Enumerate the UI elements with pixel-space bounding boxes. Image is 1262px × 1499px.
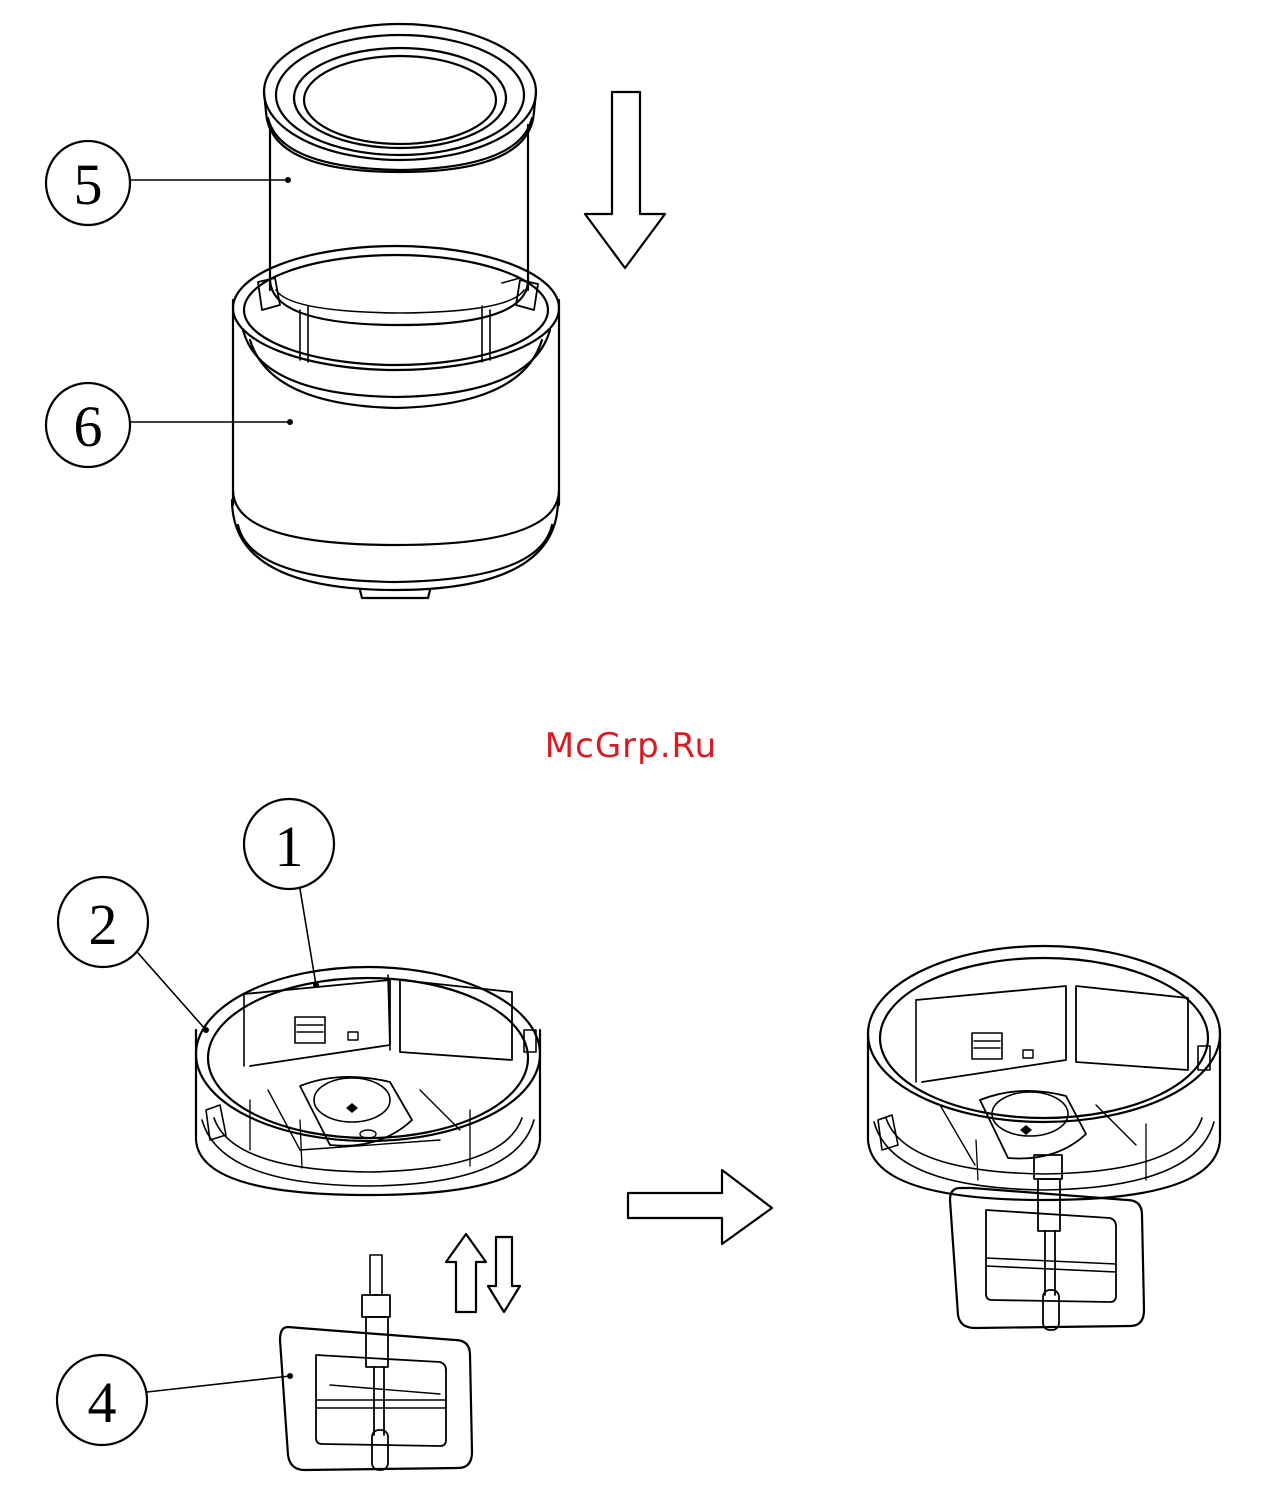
assembled-base-view <box>868 946 1220 1330</box>
watermark-text: McGrp.Ru <box>0 726 1262 766</box>
callout-1-label: 1 <box>275 814 304 879</box>
callout-5-label: 5 <box>74 152 103 217</box>
callout-4-label: 4 <box>88 1370 117 1435</box>
blade-assembly-part-4 <box>280 1255 472 1470</box>
arrows-up-down-icon <box>446 1234 520 1312</box>
arrow-right-icon <box>628 1170 772 1244</box>
base-housing-part-2 <box>196 967 540 1195</box>
callout-6-label: 6 <box>74 394 103 459</box>
arrow-down-icon <box>585 92 665 268</box>
callout-2 <box>58 877 209 1033</box>
jar-part-5 <box>264 24 536 325</box>
callout-2-label: 2 <box>89 892 118 957</box>
